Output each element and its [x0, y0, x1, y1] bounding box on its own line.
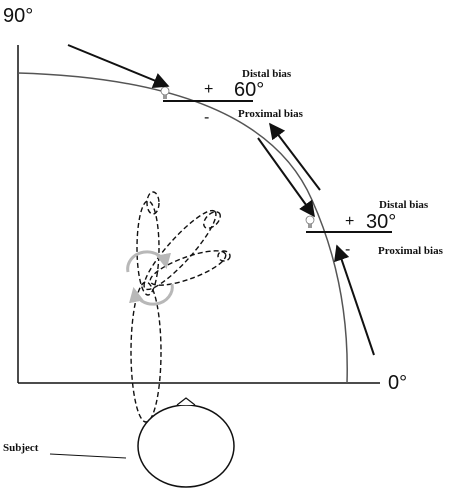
arrow-30-to-60	[269, 122, 321, 191]
arrow-to-60	[67, 44, 170, 88]
subject-label: Subject	[3, 442, 39, 454]
target-30-distal-label: Distal bias	[379, 199, 429, 211]
target-60-plus: +	[204, 81, 213, 98]
hand-segment-diagonal	[203, 211, 221, 229]
nose-icon	[176, 397, 196, 406]
target-30: + - 30° Distal bias Proximal bias	[305, 199, 444, 258]
subject-pointer-line	[49, 453, 127, 459]
hand-segment-vertical	[146, 191, 160, 215]
target-60-proximal-label: Proximal bias	[238, 108, 304, 120]
target-60-minus: -	[204, 109, 209, 126]
target-60: + - 60° Distal bias Proximal bias	[160, 68, 304, 126]
hand-segment-horizontal	[217, 250, 231, 262]
forearm-segment-diagonal	[143, 209, 217, 291]
target-30-minus: -	[345, 241, 350, 258]
arrow-60-to-30	[257, 137, 315, 218]
head-outline	[137, 404, 235, 488]
target-30-angle: 30°	[366, 211, 396, 233]
target-30-proximal-label: Proximal bias	[378, 245, 444, 257]
axis-label-0: 0°	[388, 372, 407, 394]
subject-head	[137, 397, 235, 488]
workspace-arc	[17, 72, 348, 384]
target-30-plus: +	[345, 213, 354, 230]
axis-label-90: 90°	[3, 5, 33, 27]
forearm-segment-vertical	[136, 200, 160, 296]
arrow-to-30	[334, 244, 375, 356]
lightbulb-icon	[305, 215, 315, 228]
upper-arm-segment	[130, 281, 162, 423]
elbow-rotation-icon	[126, 250, 174, 306]
arm-diagram	[130, 191, 231, 423]
forearm-segment-horizontal	[149, 250, 227, 286]
lightbulb-icon	[160, 86, 170, 99]
target-60-angle: 60°	[234, 79, 264, 101]
target-60-distal-label: Distal bias	[242, 68, 292, 80]
